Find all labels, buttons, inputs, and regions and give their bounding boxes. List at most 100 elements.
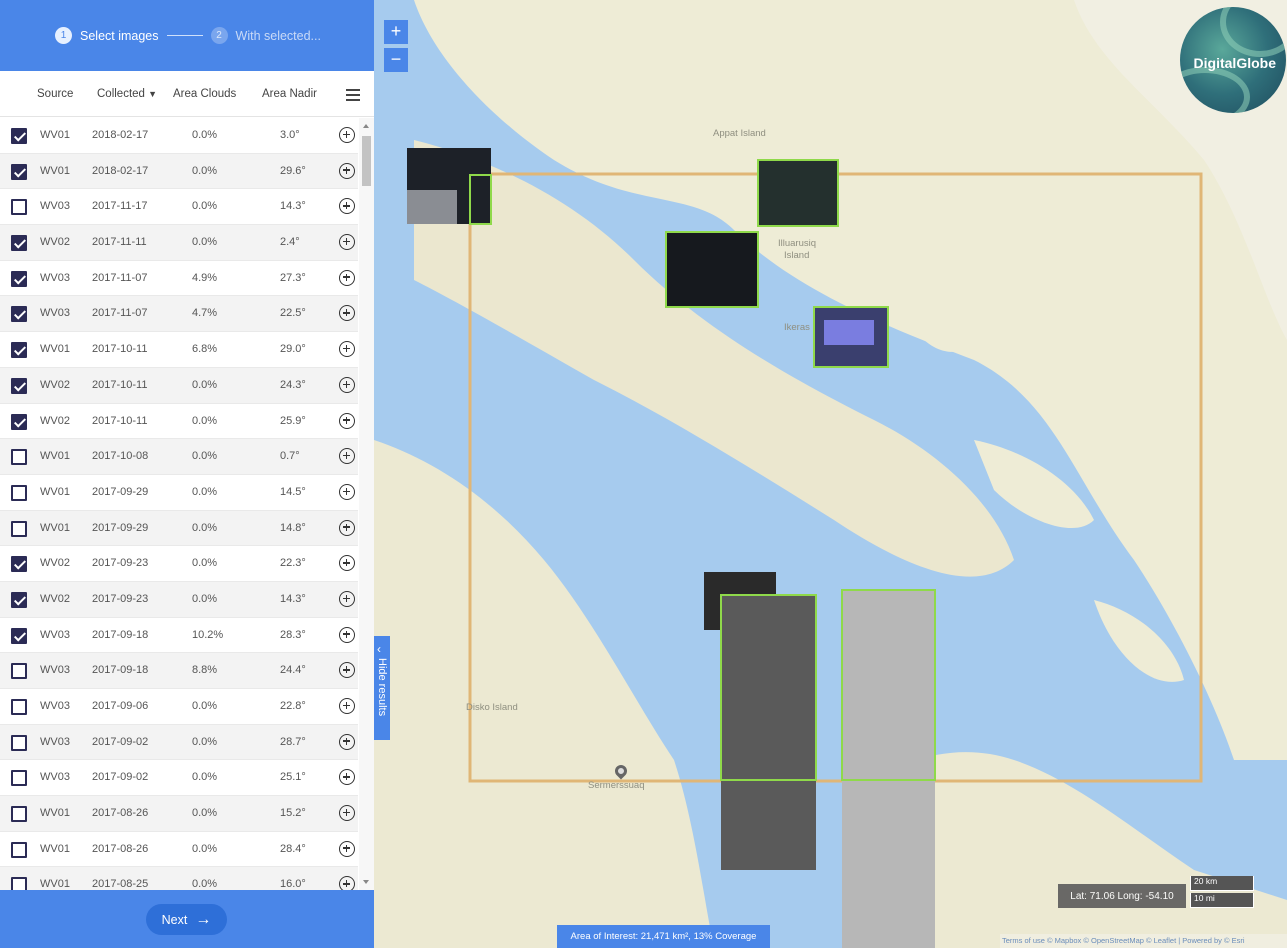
add-plus-icon[interactable] (339, 341, 355, 358)
cell-collected: 2017-09-29 (92, 521, 149, 534)
add-plus-icon[interactable] (339, 590, 355, 607)
add-plus-icon[interactable] (339, 698, 355, 714)
step-1-number[interactable]: 1 (55, 27, 72, 44)
column-menu-icon[interactable] (346, 89, 360, 101)
scroll-thumb[interactable] (362, 136, 371, 186)
cell-source: WV01 (40, 878, 70, 890)
row-checkbox[interactable] (11, 520, 27, 537)
scale-mi: 10 mi (1190, 893, 1254, 908)
add-plus-icon[interactable] (339, 555, 355, 572)
scroll-up-icon[interactable] (363, 124, 369, 128)
scroll-down-icon[interactable] (363, 880, 369, 884)
map-attribution[interactable]: Terms of use © Mapbox © OpenStreetMap © … (1000, 934, 1287, 948)
row-checkbox[interactable] (11, 163, 27, 180)
add-plus-icon[interactable] (339, 127, 355, 143)
header-source[interactable]: Source (37, 88, 74, 100)
row-checkbox[interactable] (11, 306, 27, 323)
step-1-label[interactable]: Select images (80, 28, 159, 43)
row-checkbox[interactable] (11, 627, 27, 644)
add-plus-icon[interactable] (339, 626, 355, 643)
row-checkbox[interactable] (11, 699, 27, 715)
row-checkbox[interactable] (11, 270, 27, 287)
add-plus-icon[interactable] (339, 305, 355, 322)
hide-results-tab[interactable]: ‹ Hide results (374, 636, 390, 740)
cell-clouds: 4.9% (192, 271, 218, 284)
digitalglobe-logo: DigitalGlobe (1180, 7, 1286, 113)
row-checkbox[interactable] (11, 663, 27, 680)
cell-clouds: 0.0% (192, 842, 218, 855)
row-checkbox[interactable] (11, 770, 27, 787)
cell-clouds: 8.8% (192, 664, 218, 677)
cursor-coordinates: Lat: 71.06 Long: -54.10 (1058, 884, 1186, 908)
cell-nadir: 24.3° (280, 378, 306, 391)
row-checkbox[interactable] (11, 484, 27, 501)
add-plus-icon[interactable] (339, 662, 355, 679)
row-checkbox[interactable] (11, 235, 27, 252)
map-view[interactable]: + − DigitalGlobe ‹ Hide results Appat Is… (374, 0, 1287, 948)
row-checkbox[interactable] (11, 377, 27, 394)
add-plus-icon[interactable] (339, 412, 355, 429)
header-collected[interactable]: Collected ▼ (97, 88, 157, 100)
row-checkbox[interactable] (11, 449, 27, 466)
add-plus-icon[interactable] (339, 483, 355, 500)
add-plus-icon[interactable] (339, 162, 355, 179)
row-checkbox[interactable] (11, 806, 27, 823)
add-plus-icon[interactable] (339, 840, 355, 857)
zoom-out-button[interactable]: − (384, 48, 408, 72)
add-plus-icon[interactable] (339, 733, 355, 750)
next-button[interactable]: Next → (146, 904, 227, 935)
add-plus-icon[interactable] (339, 805, 355, 822)
row-checkbox[interactable] (11, 556, 27, 573)
header-nadir[interactable]: Area Nadir (262, 88, 317, 100)
results-scrollbar[interactable] (359, 118, 374, 890)
row-checkbox[interactable] (11, 199, 27, 216)
step-2-label[interactable]: With selected... (235, 28, 321, 43)
cell-clouds: 0.0% (192, 735, 218, 748)
step-2-number[interactable]: 2 (210, 27, 228, 44)
add-plus-icon[interactable] (339, 448, 355, 465)
row-checkbox[interactable] (11, 128, 27, 144)
add-plus-icon[interactable] (339, 198, 355, 215)
panel-footer: Next → (0, 890, 374, 948)
row-checkbox[interactable] (11, 877, 27, 890)
cell-clouds: 0.0% (192, 450, 218, 463)
add-plus-icon[interactable] (339, 876, 355, 890)
row-checkbox[interactable] (11, 841, 27, 858)
add-plus-icon[interactable] (339, 519, 355, 536)
add-plus-icon[interactable] (339, 269, 355, 286)
cell-collected: 2017-08-25 (92, 878, 149, 890)
row-checkbox[interactable] (11, 591, 27, 608)
cell-collected: 2017-09-02 (92, 771, 149, 784)
zoom-in-button[interactable]: + (384, 20, 408, 44)
add-plus-icon[interactable] (339, 234, 355, 251)
cell-clouds: 0.0% (192, 200, 218, 213)
row-checkbox[interactable] (11, 342, 27, 359)
header-clouds[interactable]: Area Clouds (173, 88, 237, 100)
add-plus-icon[interactable] (339, 769, 355, 786)
row-checkbox[interactable] (11, 413, 27, 430)
add-plus-icon[interactable] (339, 376, 355, 393)
row-checkbox[interactable] (11, 734, 27, 751)
